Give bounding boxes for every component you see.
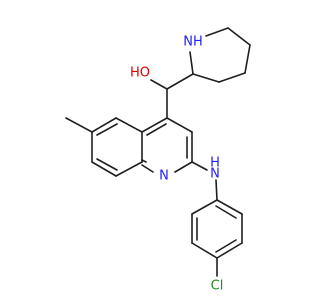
bond: [218, 72, 246, 83]
bond: [166, 117, 193, 133]
hydroxyl-label: HO: [130, 66, 150, 81]
bond: [96, 123, 118, 136]
bond: [244, 44, 251, 74]
bond: [65, 117, 93, 133]
bond: [191, 242, 218, 259]
bond: [146, 123, 167, 136]
bond: [216, 242, 243, 259]
bonds: [65, 27, 251, 277]
bond: [192, 73, 220, 83]
bond: [141, 117, 168, 133]
bond: [96, 158, 118, 171]
quinoline-n-label: N: [159, 169, 169, 184]
piperidine-nh-label: NH: [183, 35, 203, 50]
bond: [91, 117, 117, 133]
bond: [191, 199, 218, 215]
amine-h-label: H: [210, 156, 220, 171]
bond: [150, 79, 168, 90]
atom-labels: HO NH N H N Cl: [130, 35, 223, 294]
bond: [115, 161, 143, 177]
bond: [215, 179, 218, 201]
bond: [215, 239, 237, 253]
bond: [91, 161, 117, 177]
chlorine-label: Cl: [211, 279, 224, 294]
bond: [115, 117, 143, 133]
bond: [141, 164, 154, 173]
bond: [216, 199, 243, 215]
bond: [191, 161, 208, 171]
bond: [205, 27, 229, 37]
bond: [227, 27, 251, 46]
bond: [215, 205, 237, 219]
bond: [166, 73, 194, 90]
bond: [189, 51, 194, 75]
molecule-structure: HO NH N H N Cl: [65, 27, 251, 294]
amine-n-label: N: [210, 167, 220, 182]
bond: [174, 161, 193, 173]
